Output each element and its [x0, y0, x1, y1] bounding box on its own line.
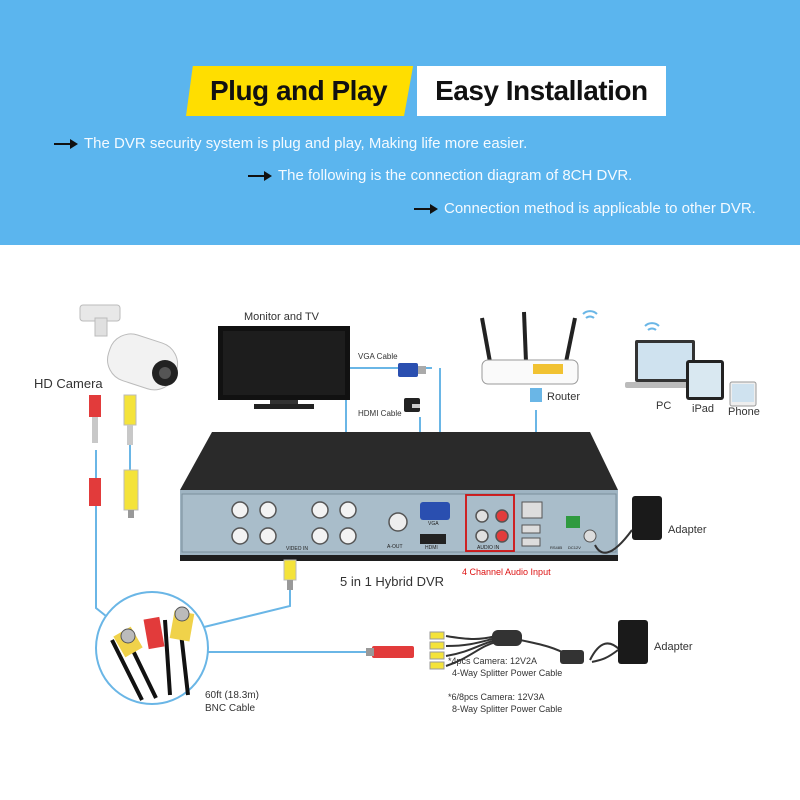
panel-rs485: RS485	[550, 545, 563, 550]
note-4pcs-line1: *4pcs Camera: 12V2A	[448, 656, 538, 666]
adapter-top-label: Adapter	[668, 524, 707, 536]
bullet-text: Connection method is applicable to other…	[444, 200, 756, 217]
bullet-1: The DVR security system is plug and play…	[54, 135, 527, 152]
note-8pcs-line2: 8-Way Splitter Power Cable	[452, 704, 563, 714]
adapter-bottom-icon	[591, 620, 648, 664]
dvr-icon	[180, 432, 618, 561]
bullet-text: The DVR security system is plug and play…	[84, 135, 528, 152]
hd-camera-icon	[79, 304, 179, 391]
adapter-top-icon	[594, 496, 662, 554]
bullet-2: The following is the connection diagram …	[248, 167, 632, 184]
cable-length-label: 60ft (18.3m)	[205, 690, 259, 701]
router-label: Router	[547, 391, 581, 403]
router-icon	[480, 310, 598, 402]
title-part1: Plug and Play	[210, 75, 388, 106]
arrow-right-icon	[248, 170, 272, 181]
connection-diagram	[79, 304, 757, 705]
camera-connectors	[89, 394, 139, 518]
cable-name-label: BNC Cable	[205, 703, 256, 714]
arrow-right-icon	[54, 138, 78, 149]
pc-label: PC	[656, 400, 672, 412]
title-plain: Easy Installation	[417, 66, 666, 116]
panel-a-out: A-OUT	[387, 544, 403, 550]
panel-audio-in: AUDIO IN	[477, 545, 500, 551]
audio-input-label: 4 Channel Audio Input	[462, 567, 551, 577]
bullet-text: The following is the connection diagram …	[278, 167, 633, 184]
devices-icon	[625, 322, 757, 407]
title-highlight: Plug and Play	[186, 66, 414, 116]
title-part2: Easy Installation	[435, 75, 648, 106]
panel-video-in: VIDEO IN	[286, 546, 308, 552]
cable-detail-circle	[95, 591, 209, 705]
power-splitter-icon	[366, 630, 621, 670]
vga-plug-icon	[398, 363, 426, 377]
hdmi-plug-icon	[404, 398, 420, 412]
adapter-bottom-label: Adapter	[654, 641, 693, 653]
header-banner: Plug and Play Easy Installation The DVR …	[0, 0, 800, 245]
vga-cable-label: VGA Cable	[358, 352, 398, 361]
monitor-icon	[218, 326, 350, 409]
hd-camera-label: HD Camera	[34, 376, 103, 391]
monitor-label: Monitor and TV	[244, 311, 320, 323]
phone-label: Phone	[728, 406, 760, 418]
banner-title: Plug and Play Easy Installation	[186, 66, 666, 116]
hdmi-cable-label: HDMI Cable	[358, 409, 402, 418]
note-4pcs-line2: 4-Way Splitter Power Cable	[452, 668, 563, 678]
panel-vga: VGA	[428, 521, 439, 527]
panel-hdmi: HDMI	[425, 545, 438, 551]
bnc-plug-icon	[283, 559, 297, 590]
ipad-label: iPad	[692, 403, 715, 415]
arrow-right-icon	[414, 203, 438, 214]
panel-dc12v: DC12V	[568, 545, 581, 550]
bullet-3: Connection method is applicable to other…	[414, 200, 756, 217]
note-8pcs-line1: *6/8pcs Camera: 12V3A	[448, 692, 545, 702]
dvr-label: 5 in 1 Hybrid DVR	[340, 574, 445, 589]
